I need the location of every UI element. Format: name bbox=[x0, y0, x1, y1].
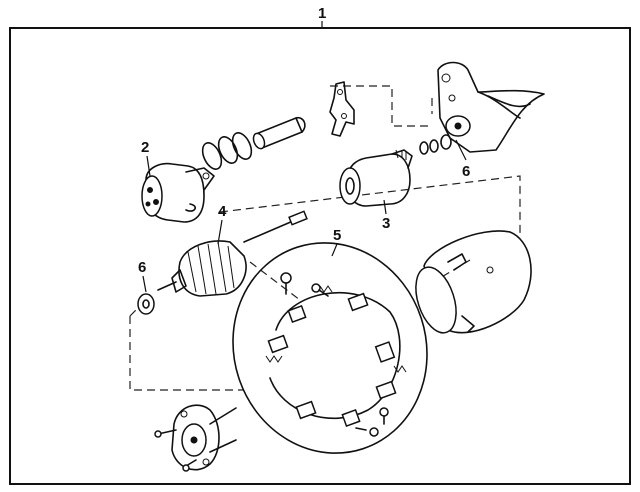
diagram-frame bbox=[9, 27, 631, 485]
bushing-part-6 bbox=[137, 293, 155, 315]
screw-lower-right bbox=[379, 407, 389, 425]
brush-holder-part-5 bbox=[232, 242, 428, 454]
callout-5: 5 bbox=[333, 227, 341, 244]
assembly-dash-lines bbox=[129, 85, 521, 391]
callout-6-top: 6 bbox=[462, 163, 470, 180]
leader-6-top bbox=[455, 139, 467, 161]
leader-2 bbox=[146, 155, 151, 177]
through-bolts bbox=[154, 429, 197, 472]
spring-rings bbox=[201, 132, 253, 170]
bushing-washers-top bbox=[419, 134, 452, 155]
screw-bottom bbox=[355, 427, 379, 437]
armature-part-4 bbox=[157, 210, 308, 297]
screw-top bbox=[280, 272, 292, 295]
leader-3 bbox=[383, 199, 387, 215]
leader-6-left bbox=[142, 275, 147, 293]
leader-4 bbox=[217, 219, 223, 245]
callout-3: 3 bbox=[382, 215, 390, 232]
shift-lever bbox=[329, 81, 355, 137]
callout-4: 4 bbox=[218, 203, 227, 220]
leader-5 bbox=[331, 243, 338, 257]
screw-right bbox=[311, 283, 329, 297]
plunger bbox=[252, 116, 306, 150]
solenoid-part-2 bbox=[141, 162, 215, 223]
callout-6-left: 6 bbox=[138, 259, 146, 276]
field-frame bbox=[415, 230, 532, 334]
drive-housing bbox=[437, 61, 545, 153]
callout-1: 1 bbox=[318, 5, 326, 22]
callout-2: 2 bbox=[141, 139, 149, 156]
drive-pinion-part-3 bbox=[339, 149, 413, 207]
